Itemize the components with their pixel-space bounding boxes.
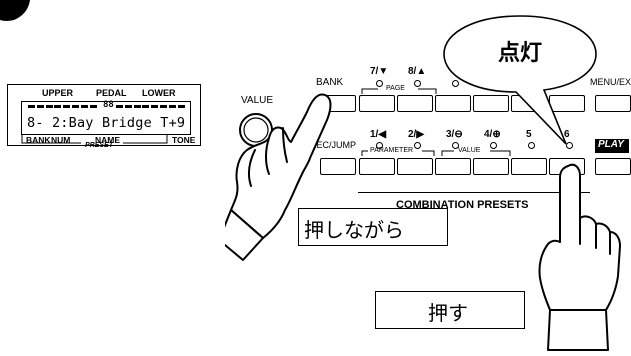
- play-label: PLAY: [598, 139, 624, 150]
- lcd-segment: [142, 105, 150, 108]
- step-number-badge: [0, 0, 30, 21]
- value-group-label: VALUE: [458, 147, 481, 154]
- lcd-segment: [177, 105, 185, 108]
- while-holding-box: [298, 208, 448, 246]
- lcd-lower-label: LOWER: [142, 88, 176, 98]
- button-5[interactable]: [511, 158, 547, 175]
- button-7[interactable]: [359, 95, 395, 112]
- while-holding-text: 押しながら: [304, 218, 404, 242]
- right-hand-icon: [538, 163, 621, 351]
- button-1-label: 1/◀: [370, 129, 387, 140]
- lcd-segment: [63, 105, 71, 108]
- lcd-upper-label: UPPER: [42, 88, 74, 98]
- parameter-value-bracket: [361, 150, 511, 156]
- button-2[interactable]: [397, 158, 433, 175]
- lcd-segment: [72, 105, 79, 108]
- lcd-bracket: [21, 135, 168, 144]
- button-3[interactable]: [435, 158, 471, 175]
- lcd-num-label: NUM: [51, 135, 71, 145]
- button-9[interactable]: [435, 95, 471, 112]
- button-5-label: 5: [526, 129, 532, 140]
- lcd-segment: [28, 105, 35, 108]
- button-1[interactable]: [359, 158, 395, 175]
- lcd-display: [7, 84, 201, 146]
- led-9: [452, 80, 459, 87]
- lcd-segment: [54, 105, 62, 108]
- button-7-label: 7/▼: [370, 66, 389, 77]
- button-4[interactable]: [473, 158, 509, 175]
- value-knob-label: VALUE: [241, 95, 274, 106]
- lcd-segment: [80, 105, 88, 108]
- play-badge: [595, 139, 629, 153]
- light-on-text: 点灯: [498, 41, 543, 66]
- menu-exit-label: MENU/EXIT: [590, 77, 631, 87]
- lcd-segment: [160, 105, 167, 108]
- lcd-name-label: NAME: [95, 135, 121, 145]
- led-8: [414, 80, 421, 87]
- led-4: [490, 142, 497, 149]
- lcd-segment: [124, 105, 132, 108]
- lcd-segment: [36, 105, 44, 108]
- button-10[interactable]: [473, 95, 509, 112]
- lcd-pedal-digits: 88: [103, 100, 114, 110]
- lcd-tone-label: TONE: [172, 135, 196, 145]
- page-bracket: [361, 88, 437, 94]
- led-2: [414, 142, 421, 149]
- button-2-label: 2/▶: [408, 129, 425, 140]
- light-on-speech-bubble: [443, 15, 597, 145]
- button-8-label: 8/▲: [408, 66, 427, 77]
- rec-jump-label: REC/JUMP: [310, 140, 357, 150]
- button-6-label: 6: [564, 129, 570, 140]
- lcd-segment: [133, 105, 141, 108]
- press-box: [375, 291, 525, 329]
- button-3-label: 3/⊖: [446, 129, 463, 140]
- parameter-label: PARAMETER: [370, 147, 414, 154]
- rec-jump-button[interactable]: [320, 158, 356, 175]
- button-8[interactable]: [397, 95, 433, 112]
- lcd-segment: [116, 105, 123, 108]
- lcd-segment: [89, 105, 97, 108]
- bank-label: BANK: [316, 77, 344, 88]
- led-7: [376, 80, 383, 87]
- lcd-segment: [168, 105, 176, 108]
- lcd-segment: [151, 105, 159, 108]
- button-4-label: 4/⊕: [484, 129, 501, 140]
- led-5: [528, 142, 535, 149]
- combination-presets-line: [358, 192, 590, 193]
- led-6: [566, 142, 573, 149]
- lcd-segment: [45, 105, 53, 108]
- lcd-preset-label: PRESET: [85, 142, 114, 149]
- lcd-text-line: 8- 2:Bay Bridge T+9: [27, 115, 186, 131]
- menu-exit-button[interactable]: [595, 95, 631, 112]
- lcd-bank-label: BANK: [26, 135, 51, 145]
- lcd-pedal-label: PEDAL: [96, 88, 127, 98]
- led-1: [376, 142, 383, 149]
- page-label: PAGE: [386, 85, 405, 92]
- press-text: 押す: [428, 301, 468, 325]
- left-hand-icon: [225, 93, 332, 261]
- led-3: [452, 142, 459, 149]
